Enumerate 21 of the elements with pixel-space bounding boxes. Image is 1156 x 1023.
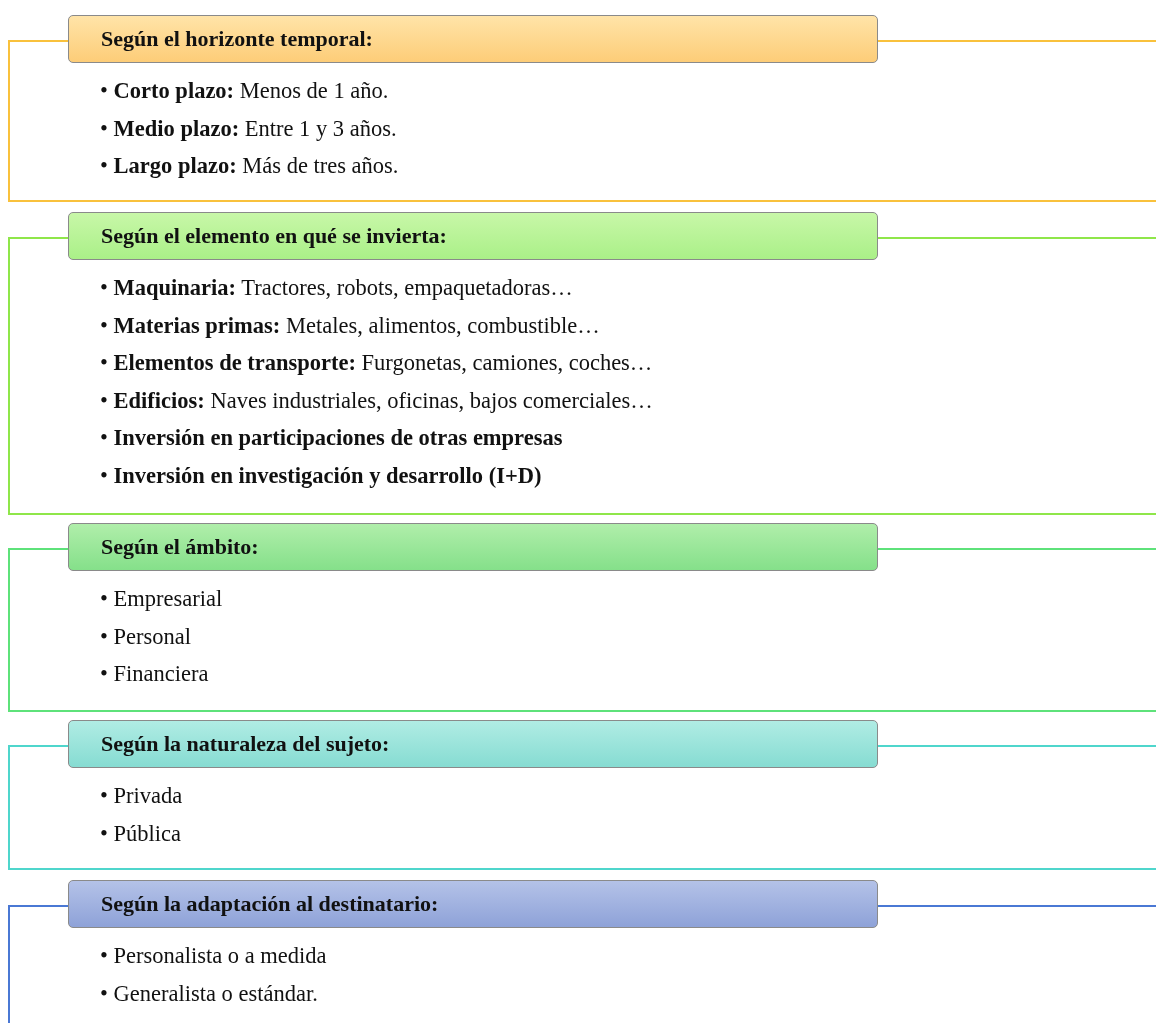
bullet-item: • Personalista o a medida — [100, 942, 327, 970]
bullet-item: • Financiera — [100, 660, 209, 688]
section-heading: Según el ámbito: — [68, 523, 878, 571]
bullet-item: • Largo plazo: Más de tres años. — [100, 152, 399, 180]
bullet-item: • Materias primas: Metales, alimentos, combustible… — [100, 311, 600, 340]
section-heading: Según el elemento en qué se invierta: — [68, 212, 878, 260]
bullet-item: • Inversión en participaciones de otras empresas — [100, 424, 563, 452]
bullet-item: • Empresarial — [100, 585, 223, 613]
bullet-item: • Corto plazo: Menos de 1 año. — [100, 77, 389, 105]
bullet-item: • Medio plazo: Entre 1 y 3 años. — [100, 114, 397, 143]
bullet-item: • Elementos de transporte: Furgonetas, camiones, coches… — [100, 349, 653, 377]
bullet-item: • Privada — [100, 782, 183, 810]
section-heading: Según el horizonte temporal: — [68, 15, 878, 63]
bullet-item: • Pública — [100, 819, 181, 848]
bullet-item: • Inversión en investigación y desarrollo (I+D) — [100, 461, 542, 490]
bullet-item: • Personal — [100, 622, 191, 651]
section-heading: Según la naturaleza del sujeto: — [68, 720, 878, 768]
bullet-item: • Generalista o estándar. — [100, 979, 318, 1008]
bullet-item: • Edificios: Naves industriales, oficinas, bajos comerciales… — [100, 386, 653, 415]
bullet-item: • Maquinaria: Tractores, robots, empaquetadoras… — [100, 274, 573, 302]
section-heading: Según la adaptación al destinatario: — [68, 880, 878, 928]
